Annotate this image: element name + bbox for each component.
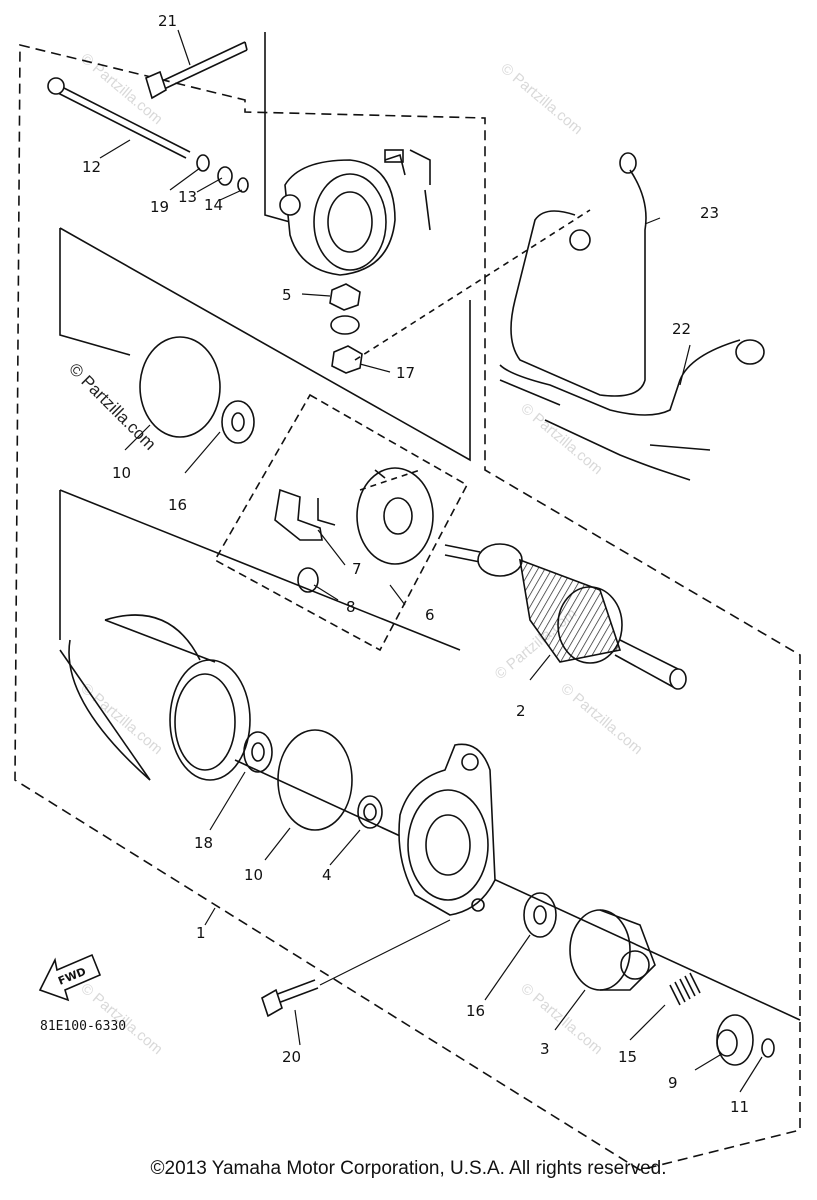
lead-wire-22 bbox=[499, 339, 765, 481]
washer-18 bbox=[243, 731, 273, 773]
circlip-11 bbox=[761, 1038, 775, 1058]
callout-18: 18 bbox=[194, 834, 213, 852]
callout-2: 2 bbox=[516, 702, 526, 720]
callout-10-lower: 10 bbox=[244, 866, 263, 884]
leader-lines bbox=[99, 29, 763, 1093]
brush-7 bbox=[274, 488, 336, 541]
rear-end-cover bbox=[279, 149, 431, 276]
watermark-dark: © Partzilla.com bbox=[65, 359, 159, 453]
plane-outline-upper bbox=[264, 32, 291, 223]
callout-4: 4 bbox=[322, 866, 332, 884]
front-cover bbox=[398, 743, 496, 916]
bolt-21 bbox=[145, 41, 248, 100]
callout-10-upper: 10 bbox=[112, 464, 131, 482]
lead-wire-23 bbox=[510, 152, 647, 397]
bolt-20 bbox=[261, 979, 319, 1018]
nut-17 bbox=[331, 345, 363, 374]
callout-16-upper: 16 bbox=[168, 496, 187, 514]
callout-14: 14 bbox=[204, 196, 223, 214]
part-code: 81E100-6330 bbox=[40, 1019, 126, 1034]
callout-17: 17 bbox=[396, 364, 415, 382]
through-bolt-12 bbox=[47, 77, 191, 159]
callout-11: 11 bbox=[730, 1098, 749, 1116]
nut-5 bbox=[329, 283, 361, 311]
plane-outline-yoke bbox=[59, 489, 801, 1021]
watermark: © Partzilla.com bbox=[497, 60, 585, 138]
callout-22: 22 bbox=[672, 320, 691, 338]
watermark: © Partzilla.com bbox=[557, 680, 645, 758]
bearing-4 bbox=[357, 795, 383, 829]
o-ring-10-lower bbox=[277, 729, 353, 831]
spring-8 bbox=[297, 567, 319, 593]
watermark: © Partzilla.com bbox=[517, 400, 605, 478]
callouts: 21 12 19 13 14 5 17 23 22 10 16 7 8 6 2 … bbox=[82, 12, 749, 1116]
callout-15: 15 bbox=[618, 1048, 637, 1066]
callout-5: 5 bbox=[282, 286, 292, 304]
callout-7: 7 bbox=[352, 560, 362, 578]
washer-19 bbox=[196, 154, 210, 172]
callout-9: 9 bbox=[668, 1074, 678, 1092]
washer-16-lower bbox=[523, 892, 557, 938]
armature-2 bbox=[444, 543, 687, 690]
callout-6: 6 bbox=[425, 606, 435, 624]
spring-15 bbox=[669, 972, 701, 1006]
clutch-pinion-3 bbox=[569, 909, 656, 991]
callout-8: 8 bbox=[346, 598, 356, 616]
yoke bbox=[59, 614, 251, 781]
callout-3: 3 bbox=[540, 1040, 550, 1058]
o-ring-10-upper bbox=[139, 336, 221, 438]
washer bbox=[330, 315, 360, 335]
brush-holder-set-boundary bbox=[213, 393, 469, 652]
callout-16-lower: 16 bbox=[466, 1002, 485, 1020]
copyright-notice: ©2013 Yamaha Motor Corporation, U.S.A. A… bbox=[150, 1158, 667, 1179]
watermark: © Partzilla.com bbox=[77, 680, 165, 758]
callout-1: 1 bbox=[196, 924, 206, 942]
callout-12: 12 bbox=[82, 158, 101, 176]
washer-16-upper bbox=[221, 400, 255, 444]
plane-outline-top bbox=[59, 227, 471, 462]
collar-9 bbox=[716, 1014, 754, 1066]
callout-20: 20 bbox=[282, 1048, 301, 1066]
callout-19: 19 bbox=[150, 198, 169, 216]
o-ring-14 bbox=[237, 177, 249, 193]
brush-plate bbox=[356, 467, 434, 565]
callout-21: 21 bbox=[158, 12, 177, 30]
callout-23: 23 bbox=[700, 204, 719, 222]
callout-13: 13 bbox=[178, 188, 197, 206]
washer-13 bbox=[217, 166, 233, 186]
watermark: © Partzilla.com bbox=[517, 980, 605, 1058]
fwd-arrow bbox=[38, 953, 102, 1002]
alignment-line bbox=[354, 209, 591, 361]
assembly-boundary bbox=[14, 43, 801, 1171]
